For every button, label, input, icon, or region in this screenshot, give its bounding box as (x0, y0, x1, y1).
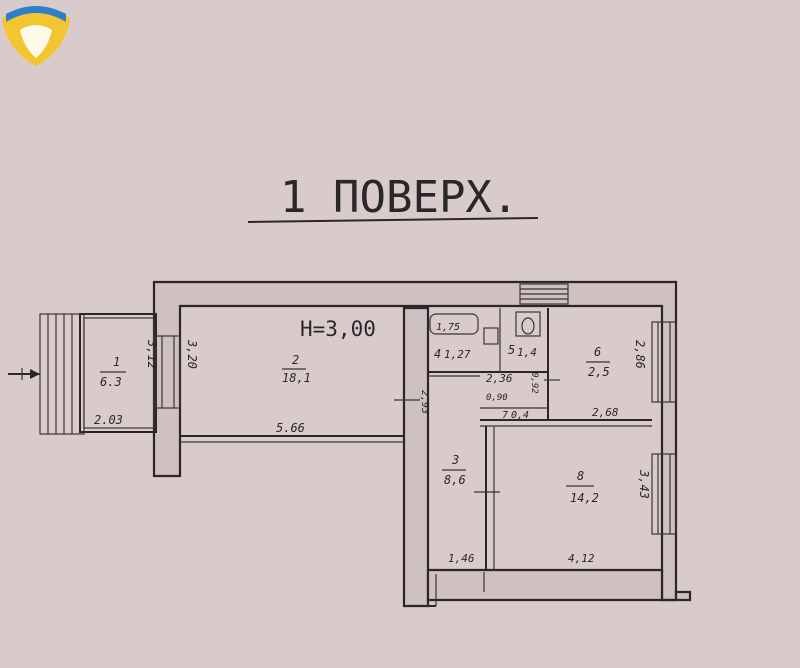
outer-walls (79, 280, 692, 608)
room-8-width: 4,12 (568, 552, 595, 565)
bath-dimension: 1,75 (436, 322, 460, 333)
room-5-number: 5 (508, 343, 515, 357)
room-2-width: 5.66 (276, 421, 305, 435)
sink-icon (483, 327, 499, 345)
room-3-number: 3 (451, 453, 459, 467)
porch-steps (39, 313, 85, 435)
toilet-icon (515, 311, 541, 337)
room-1-width: 2.03 (94, 413, 123, 427)
bathtub-icon (429, 313, 479, 335)
closet-dimension: 0,90 (486, 393, 508, 403)
vent-grille (519, 283, 569, 305)
wall-dimension: 2,93 (419, 390, 430, 414)
window-room8 (651, 453, 677, 535)
ceiling-height-label: H=3,00 (300, 317, 376, 341)
room-8-area: 14,2 (570, 491, 599, 505)
room-4-area: 1,27 (444, 348, 471, 361)
room-6-number: 6 (594, 345, 601, 359)
window-room1 (155, 335, 181, 409)
entrance-arrow-icon (8, 368, 40, 380)
room-1-number: 1 (113, 355, 120, 369)
door-marks (394, 379, 560, 493)
room-2-number: 2 (292, 353, 299, 367)
title-underline (247, 217, 539, 223)
room-6-depth: 2,86 (633, 340, 647, 369)
interior-partitions (428, 308, 652, 570)
shield-logo-icon (2, 6, 70, 66)
room-3-width: 1,46 (448, 552, 475, 565)
room-2-depth: 3,20 (185, 339, 199, 369)
room-6-area: 2,5 (588, 365, 610, 379)
room-1-area: 6.3 (100, 375, 122, 389)
room-7-area: 0,4 (511, 410, 529, 421)
window-room6 (651, 321, 677, 403)
floor-title: 1 ПОВЕРХ. (280, 172, 518, 223)
room-7-number: 7 (502, 410, 508, 421)
room-4-number-label: 4 (434, 347, 441, 361)
room-5-area: 1,4 (517, 346, 537, 359)
hall-width: 2,36 (486, 372, 513, 385)
room-3-area: 8,6 (444, 473, 466, 487)
room-8-depth: 3,43 (637, 469, 651, 499)
room-1-depth: 3,12 (145, 339, 159, 369)
room-8-number: 8 (577, 469, 584, 483)
room-6-width: 2,68 (592, 406, 619, 419)
room-2-area: 18,1 (282, 371, 311, 385)
small-height: 0,92 (529, 372, 539, 394)
